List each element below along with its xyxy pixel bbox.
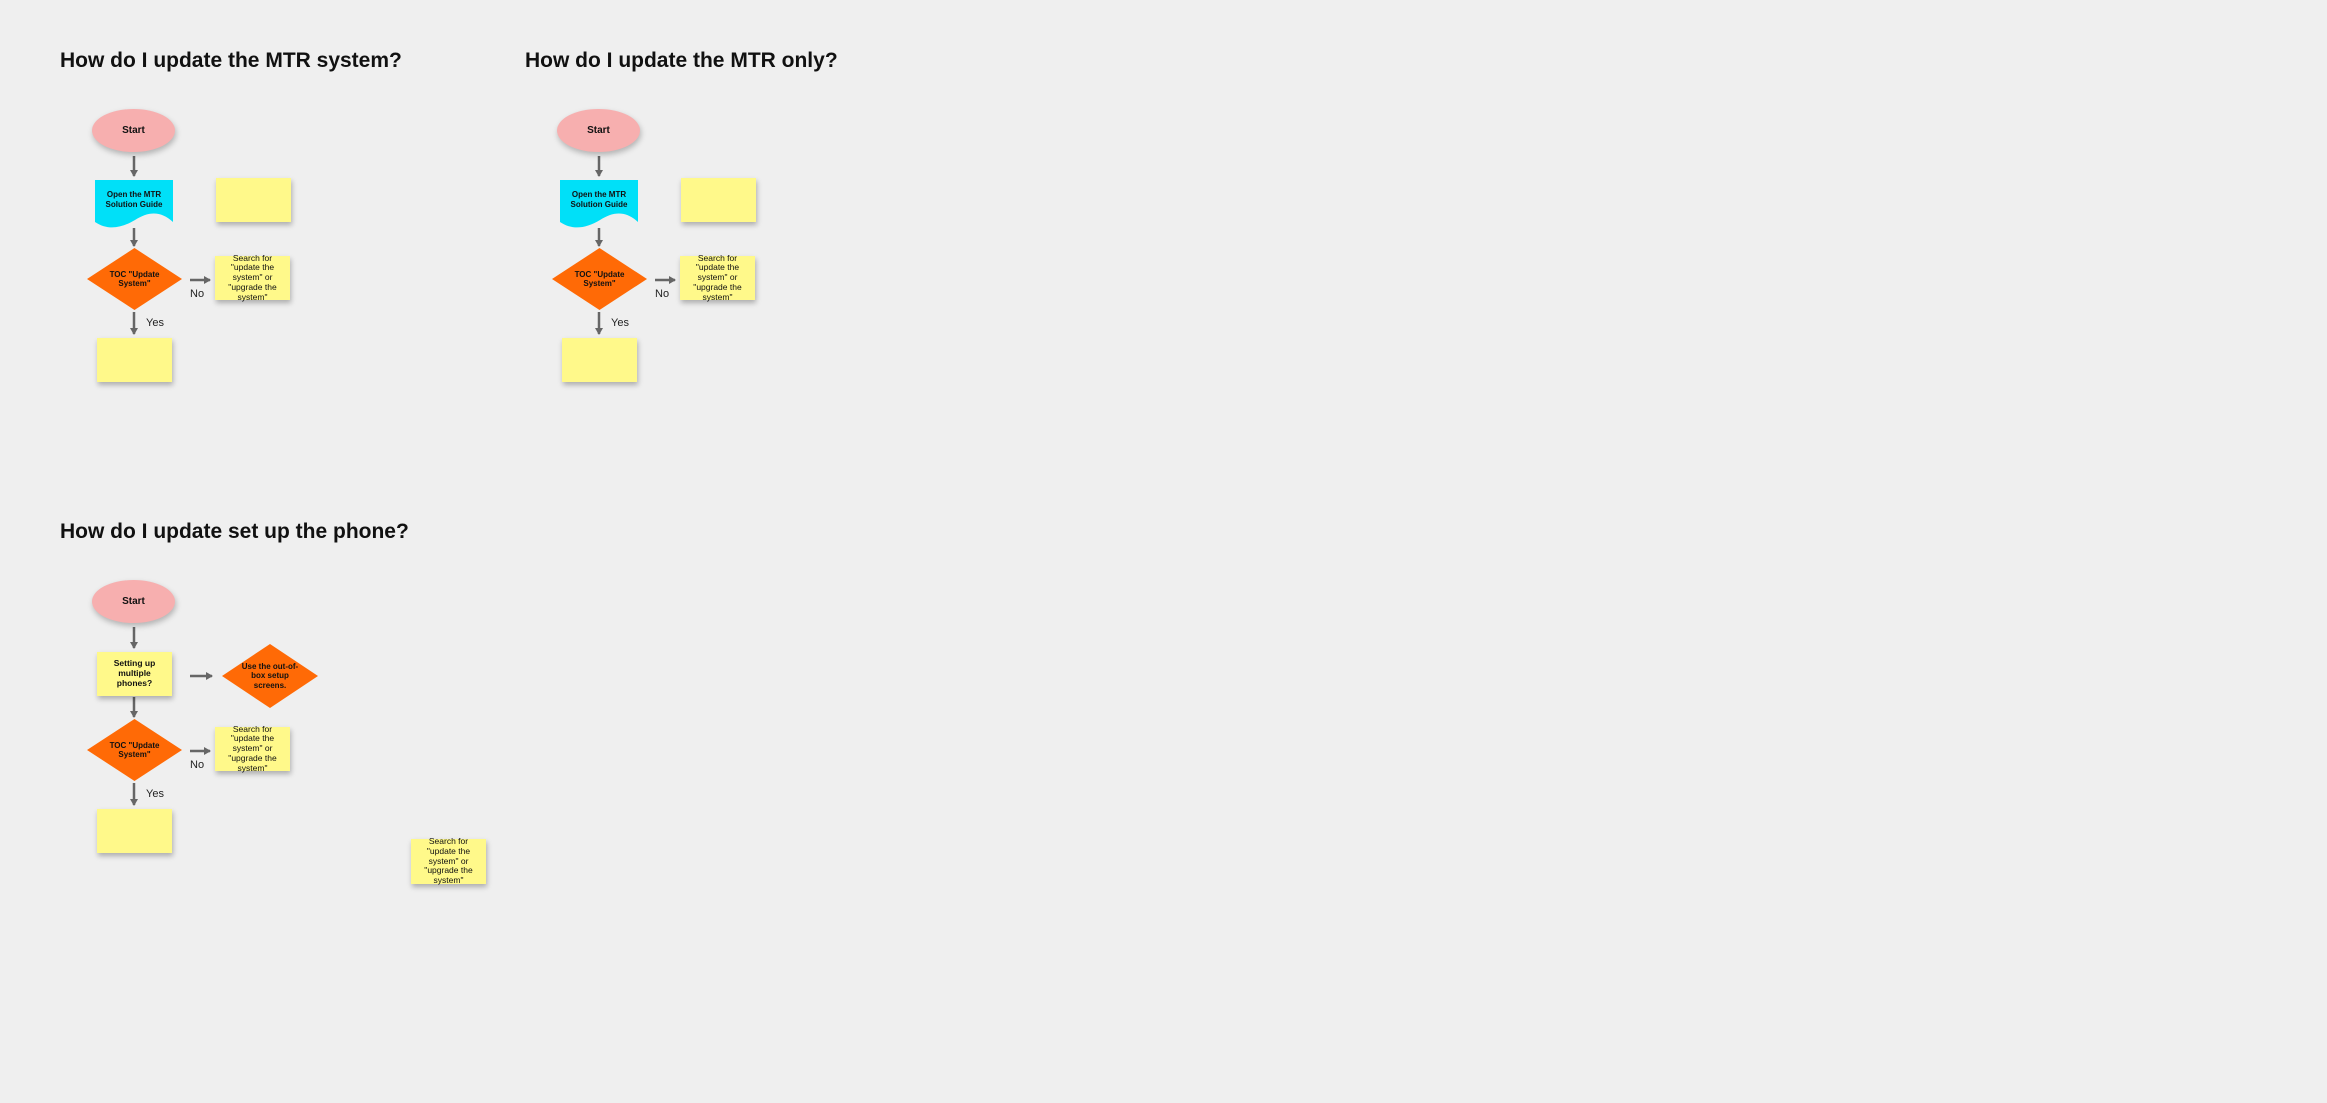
- step-sticky-note[interactable]: Setting up multiple phones?: [97, 652, 172, 696]
- search-note[interactable]: Search for "update the system" or "upgra…: [215, 724, 290, 773]
- empty-sticky-note[interactable]: [681, 178, 756, 222]
- decision-shape: [552, 248, 647, 310]
- start-node[interactable]: Start: [92, 580, 175, 623]
- start-node[interactable]: Start: [557, 109, 640, 152]
- no-label: No: [190, 759, 205, 771]
- side-decision-label: Use the out-of-box setup screens.: [241, 662, 299, 690]
- flow-title: How do I update set up the phone?: [60, 520, 409, 543]
- document-label: Open the MTR Solution Guide: [105, 190, 163, 209]
- start-label: Start: [122, 124, 145, 136]
- search-note[interactable]: Search for "update the system" or "upgra…: [215, 253, 290, 302]
- document-node[interactable]: Open the MTR Solution Guide: [560, 180, 638, 230]
- no-label: No: [655, 288, 670, 300]
- search-note-text: Search for "update the system" or "upgra…: [228, 723, 277, 773]
- yes-label: Yes: [146, 317, 164, 329]
- search-note-text: Search for "update the system" or "upgra…: [228, 252, 277, 302]
- start-node[interactable]: Start: [92, 109, 175, 152]
- empty-sticky-note[interactable]: [216, 178, 291, 222]
- decision-node[interactable]: TOC "Update System": [87, 248, 182, 310]
- document-shape: [560, 180, 638, 228]
- decision-label: TOC "Update System": [109, 269, 160, 288]
- step-text: Setting up multiple phones?: [113, 658, 156, 688]
- decision-node[interactable]: TOC "Update System": [87, 719, 182, 781]
- side-decision-node[interactable]: Use the out-of-box setup screens.: [222, 644, 318, 708]
- yes-label: Yes: [146, 788, 164, 800]
- document-shape: [95, 180, 173, 228]
- start-label: Start: [587, 124, 610, 136]
- no-label: No: [190, 288, 205, 300]
- empty-sticky-note[interactable]: [562, 338, 637, 382]
- decision-shape: [87, 719, 182, 781]
- flow-title: How do I update the MTR system?: [60, 49, 402, 72]
- decision-label: TOC "Update System": [574, 269, 625, 288]
- decision-shape: [87, 248, 182, 310]
- search-note[interactable]: Search for "update the system" or "upgra…: [680, 253, 755, 302]
- flow-title: How do I update the MTR only?: [525, 49, 838, 72]
- start-label: Start: [122, 595, 145, 607]
- yes-label: Yes: [611, 317, 629, 329]
- search-note-text: Search for "update the system" or "upgra…: [693, 252, 742, 302]
- document-label: Open the MTR Solution Guide: [570, 190, 628, 209]
- empty-sticky-note[interactable]: [97, 809, 172, 853]
- document-node[interactable]: Open the MTR Solution Guide: [95, 180, 173, 230]
- decision-node[interactable]: TOC "Update System": [552, 248, 647, 310]
- loose-search-note-text: Search for "update the system" or "upgra…: [424, 836, 473, 886]
- decision-label: TOC "Update System": [109, 740, 160, 759]
- side-decision-shape: [222, 644, 318, 708]
- loose-search-note[interactable]: Search for "update the system" or "upgra…: [411, 836, 486, 885]
- empty-sticky-note[interactable]: [97, 338, 172, 382]
